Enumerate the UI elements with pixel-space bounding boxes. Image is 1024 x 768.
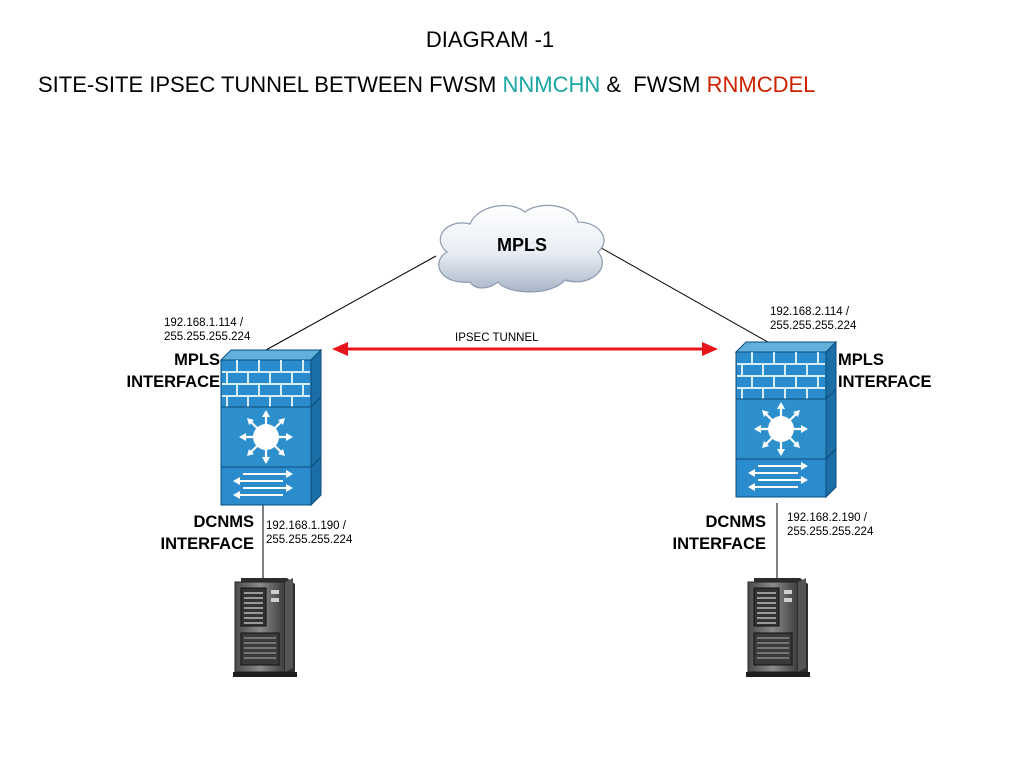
server-tower-icon	[232, 577, 298, 678]
page-title: DIAGRAM -1	[425, 27, 555, 52]
right-dcnms-ip: 192.168.2.190 /	[787, 512, 867, 524]
cloud-icon	[438, 204, 605, 293]
left-mpls-link	[265, 255, 437, 351]
firewall-switch-icon	[219, 348, 323, 507]
left-mpls-label-2: INTERFACE	[126, 373, 220, 391]
left-dcnms-ip: 192.168.1.190 /	[266, 520, 346, 532]
right-mpls-ip: 192.168.2.114 /	[770, 306, 850, 318]
right-mpls-address: 192.168.2.114 / 255.255.255.224	[770, 305, 856, 333]
left-mpls-label-1: MPLS	[174, 351, 220, 369]
left-mpls-mask: 255.255.255.224	[164, 331, 251, 343]
right-dcnms-address: 192.168.2.190 / 255.255.255.224	[787, 511, 873, 539]
subtitle-middle: & FWSM	[600, 72, 707, 97]
right-dcnms-interface-label: DCNMS INTERFACE	[630, 511, 766, 555]
right-mpls-label-1: MPLS	[838, 351, 884, 369]
page-subtitle: SITE-SITE IPSEC TUNNEL BETWEEN FWSM NNMC…	[38, 72, 815, 98]
subtitle-left-name: NNMCHN	[502, 72, 601, 97]
left-dcnms-mask: 255.255.255.224	[266, 534, 353, 546]
left-dcnms-address: 192.168.1.190 / 255.255.255.224	[266, 519, 352, 547]
right-dcnms-label-1: DCNMS	[705, 513, 767, 531]
ipsec-tunnel-arrow	[332, 342, 718, 356]
right-dcnms-mask: 255.255.255.224	[787, 526, 874, 538]
left-mpls-ip: 192.168.1.114 /	[164, 317, 244, 329]
tunnel-label: IPSEC TUNNEL	[455, 332, 539, 344]
right-mpls-link	[595, 244, 783, 351]
left-mpls-interface-label: MPLS INTERFACE	[100, 349, 220, 393]
left-dcnms-interface-label: DCNMS INTERFACE	[120, 511, 254, 555]
firewall-switch-icon	[734, 340, 838, 499]
right-mpls-label-2: INTERFACE	[838, 373, 932, 391]
server-tower-icon	[745, 577, 811, 678]
subtitle-right-name: RNMCDEL	[706, 72, 816, 97]
right-mpls-interface-label: MPLS INTERFACE	[838, 349, 932, 393]
right-dcnms-label-2: INTERFACE	[672, 535, 766, 553]
right-mpls-mask: 255.255.255.224	[770, 320, 857, 332]
left-mpls-address: 192.168.1.114 / 255.255.255.224	[164, 316, 250, 344]
left-dcnms-label-2: INTERFACE	[160, 535, 254, 553]
cloud-label: MPLS	[497, 235, 548, 255]
subtitle-prefix: SITE-SITE IPSEC TUNNEL BETWEEN FWSM	[38, 72, 503, 97]
left-dcnms-label-1: DCNMS	[193, 513, 255, 531]
